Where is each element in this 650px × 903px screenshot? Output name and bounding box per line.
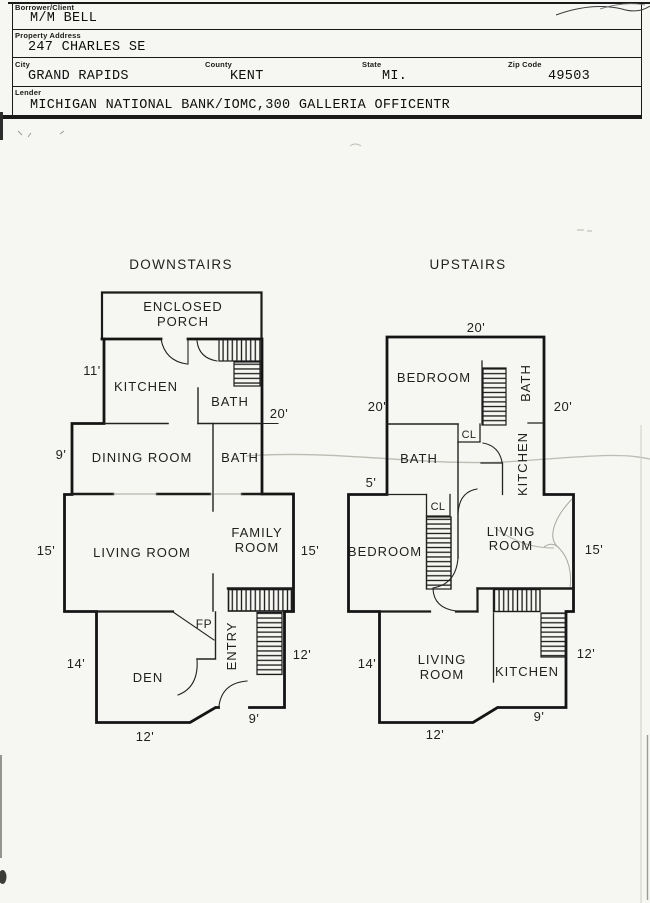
upstairs-living-upper-label-1: LIVING [487,524,536,539]
upstairs-stairs-hall [425,516,452,590]
downstairs-title: DOWNSTAIRS [129,257,233,272]
upstairs-plan: UPSTAIRS 20' BEDROOM BATH 20' 20' CL BAT… [347,257,603,742]
downstairs-front-door [218,680,248,707]
downstairs-fireplace-diagonal [172,611,215,641]
upstairs-closet-upper-label: CL [462,429,477,441]
downstairs-dining-room-label: DINING ROOM [92,450,193,465]
downstairs-kitchen-label: KITCHEN [114,379,178,394]
upstairs-dim-20-left: 20' [368,399,386,414]
upstairs-kitchen-corner-wall [480,462,504,496]
upstairs-dim-14: 14' [358,656,376,671]
form-bottom-border [0,114,642,119]
downstairs-enclosed-porch-label-1: ENCLOSED [143,299,223,314]
downstairs-living-room-label: LIVING ROOM [93,545,191,560]
upstairs-stairs-hall-jambs [425,515,452,590]
county-value: KENT [230,68,264,84]
upstairs-closet-lower-label: CL [431,501,446,513]
downstairs-entry-label: ENTRY [224,622,239,671]
form-rule-3 [12,85,642,87]
downstairs-stairs-landing [233,361,261,387]
borrower-label: Borrower/Client [15,3,75,12]
downstairs-stairs-up [218,338,263,362]
upstairs-kitchen-lower-label: KITCHEN [495,664,559,679]
property-address-value: 247 CHARLES SE [28,40,146,55]
form-top-border [8,2,650,4]
downstairs-outline-left [63,337,220,724]
state-value: MI. [382,68,408,84]
downstairs-family-room-label-1: FAMILY [231,525,282,540]
upstairs-hall-door-1 [457,488,478,515]
downstairs-entry-wall [196,611,217,660]
upstairs-bedroom-top-label: BEDROOM [397,370,471,385]
downstairs-bath-upper-label: BATH [211,394,249,409]
upstairs-bath-right-label: BATH [518,364,533,402]
upstairs-closet-upper-box [457,423,481,443]
downstairs-porch-walls [100,291,263,341]
upstairs-bath-left-label: BATH [400,451,438,466]
upstairs-dim-12-bottom: 12' [426,727,444,742]
upstairs-bedroom-left-label: BEDROOM [348,544,422,559]
downstairs-porch-door [160,338,189,365]
upstairs-bedroom-door [432,588,457,612]
downstairs-stairs-hall [227,588,293,612]
downstairs-stairs-door [196,340,218,362]
zip-code-value: 49503 [548,68,591,84]
downstairs-dim-9-bottom: 9' [249,711,260,726]
zip-code-label: Zip Code [508,60,542,69]
property-address-label: Property Address [15,31,81,40]
downstairs-dim-15-left: 15' [37,543,55,558]
upstairs-kitchen-right-label: KITCHEN [515,432,530,496]
upstairs-outline [347,335,575,724]
upstairs-dim-15: 15' [585,542,603,557]
scan-artifacts [0,3,650,903]
borrower-value: M/M BELL [30,11,98,26]
downstairs-plan: DOWNSTAIRS ENCLOSED PORCH 11' KITCHEN BA… [37,257,319,744]
upstairs-dim-5: 5' [366,475,377,490]
lender-value: MICHIGAN NATIONAL BANK/IOMC,300 GALLERIA… [30,98,451,113]
downstairs-dim-20: 20' [270,406,288,421]
downstairs-dim-12-bottom: 12' [136,729,154,744]
form-left-border [12,2,14,116]
downstairs-fireplace-label: FP [196,617,213,631]
upstairs-closet-lower-box [425,493,451,517]
downstairs-dim-15-right: 15' [301,543,319,558]
upstairs-living-lower-label-2: ROOM [420,667,464,682]
upstairs-stairs-living [492,588,541,613]
downstairs-dim-12-right: 12' [293,647,311,662]
form-rule-2 [12,57,642,59]
upstairs-title: UPSTAIRS [430,257,507,272]
state-label: State [362,60,382,69]
city-label: City [15,59,30,69]
upstairs-closet-door [482,442,503,463]
city-value: GRAND RAPIDS [28,68,129,84]
upstairs-stairs-main [482,367,507,426]
upstairs-dim-20-right: 20' [554,399,572,414]
upstairs-dim-12-right: 12' [577,646,595,661]
downstairs-enclosed-porch-label-2: PORCH [157,314,209,329]
upstairs-dim-20-top: 20' [467,320,485,335]
downstairs-dim-14: 14' [67,656,85,671]
form-rule-1 [12,28,642,30]
upstairs-living-lower-label-1: LIVING [418,652,467,667]
downstairs-den-door [177,658,198,696]
downstairs-bath-mid-label: BATH [221,450,259,465]
upstairs-stairs-kitchen [540,612,567,658]
upstairs-hall-door-2 [432,557,459,589]
lender-label: Lender [15,88,42,97]
upstairs-living-upper-label-2: ROOM [489,538,533,553]
upstairs-dim-9-bottom: 9' [534,709,545,724]
downstairs-family-room-label-2: ROOM [235,540,279,555]
downstairs-dim-11: 11' [83,363,100,378]
form-right-border [640,2,642,116]
downstairs-dim-9: 9' [56,447,67,462]
county-label: County [205,60,233,69]
downstairs-stairs-entry [256,611,283,676]
downstairs-den-label: DEN [133,670,163,685]
